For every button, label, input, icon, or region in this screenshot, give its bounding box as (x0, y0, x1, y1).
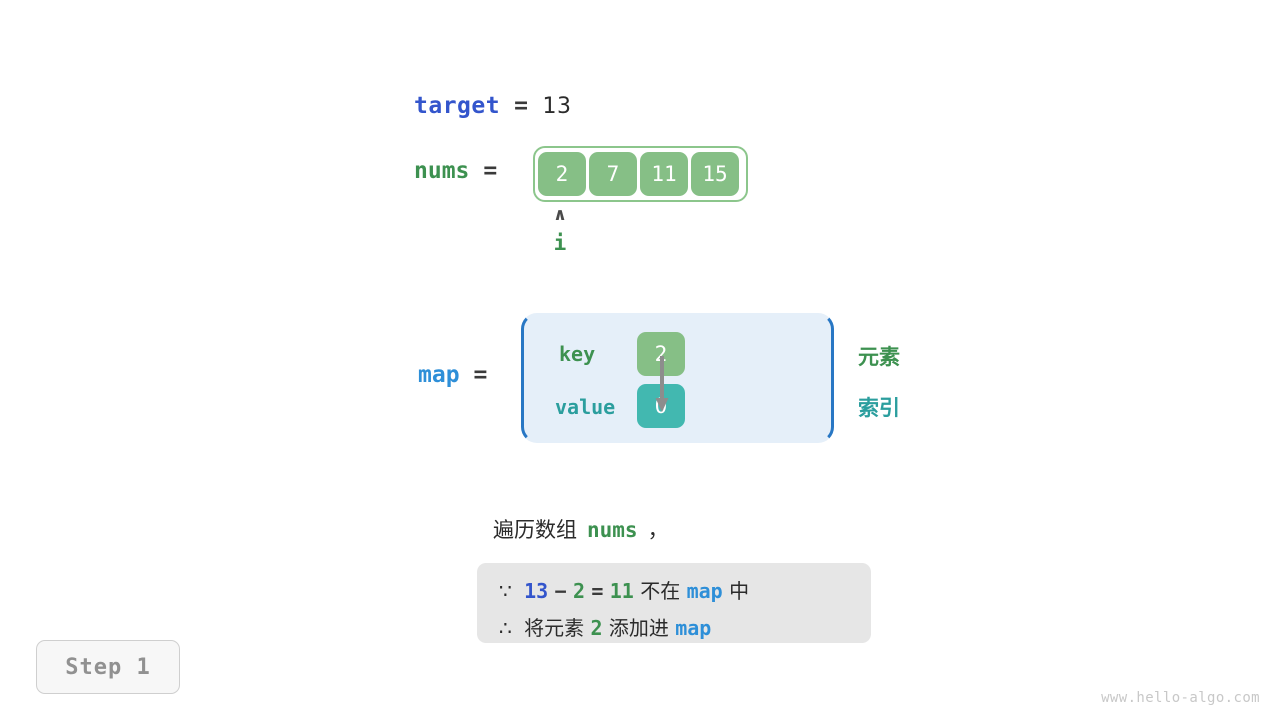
map-row: map = (418, 362, 487, 388)
map-index-side-label: 索引 (858, 396, 900, 420)
reason-text-not-in: 不在 (640, 579, 681, 603)
array-cell-3: 15 (691, 152, 739, 196)
reason-map-reference-2: map (675, 616, 712, 640)
map-value-label: value (555, 395, 616, 419)
because-symbol-icon: ∵ (499, 579, 512, 603)
description-suffix: ， (647, 518, 669, 542)
nums-equals-sign: = (483, 158, 498, 184)
description-line: 遍历数组 nums ， (493, 514, 669, 544)
description-prefix: 遍历数组 (493, 518, 577, 542)
target-row: target = 13 (414, 93, 571, 119)
index-pointer: ∧ i (533, 206, 587, 256)
map-element-side-label: 元素 (858, 345, 900, 369)
reason-box: ∵ 13 − 2 = 11 不在 map 中 ∴ 将元素 2 添加进 map (477, 563, 871, 643)
array-cell-0: 2 (538, 152, 586, 196)
reason-line-1: ∵ 13 − 2 = 11 不在 map 中 (499, 573, 849, 610)
map-equals-sign: = (473, 362, 488, 388)
reason-operand-target: 13 (524, 579, 549, 603)
reason-operand-result: 11 (609, 579, 634, 603)
reason-equals-operator: = (591, 579, 604, 603)
map-key-label: key (559, 342, 596, 366)
step-badge: Step 1 (36, 640, 180, 694)
therefore-symbol-icon: ∴ (499, 616, 512, 640)
reason-text-within: 中 (729, 579, 750, 603)
reason-added-element: 2 (590, 616, 603, 640)
index-variable-label: i (553, 231, 567, 255)
nums-row: nums = (414, 158, 497, 184)
array-cell-1: 7 (589, 152, 637, 196)
reason-line-2: ∴ 将元素 2 添加进 map (499, 610, 849, 647)
reason-operand-current: 2 (572, 579, 585, 603)
target-variable-name: target (414, 93, 501, 119)
map-box: key value 2 0 (521, 313, 834, 443)
caret-up-icon: ∧ (553, 205, 567, 225)
target-value: 13 (542, 93, 572, 119)
array-cell-2: 11 (640, 152, 688, 196)
map-box-inner: key value 2 0 (524, 316, 831, 440)
target-equals-sign: = (514, 93, 529, 119)
array-container: 2 7 11 15 (533, 146, 748, 202)
nums-variable-name: nums (414, 158, 470, 184)
reason-map-reference-1: map (686, 579, 723, 603)
reason-text-add-into: 添加进 (608, 616, 669, 640)
reason-minus-operator: − (554, 579, 567, 603)
description-code-nums: nums (587, 518, 638, 542)
map-variable-name: map (418, 362, 460, 388)
key-to-value-arrow-icon (655, 356, 669, 412)
watermark: www.hello-algo.com (1101, 690, 1260, 706)
reason-text-add-element: 将元素 (524, 616, 585, 640)
